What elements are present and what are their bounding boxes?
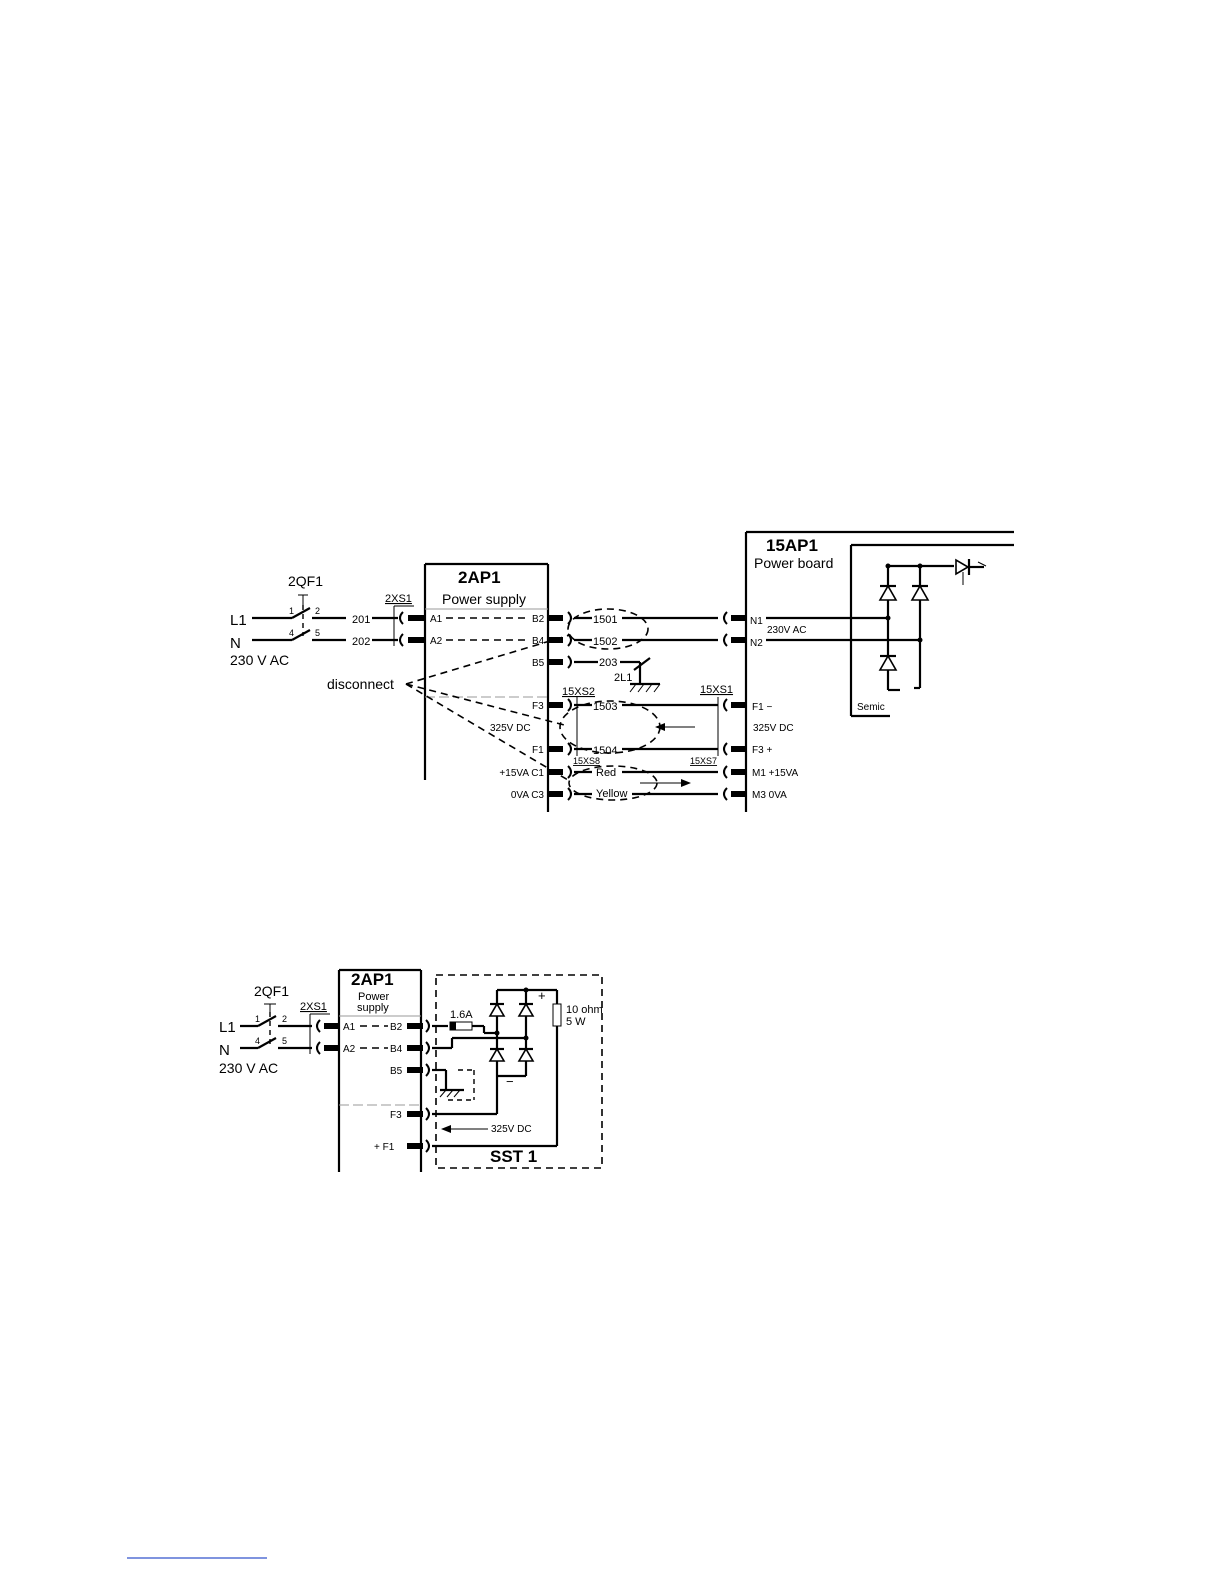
connector-15xs7: 15XS7 <box>690 756 717 766</box>
label-l1-2: L1 <box>219 1019 236 1036</box>
sst1-rectifier-circuit: 1.6A + − 10 ohm <box>432 987 603 1148</box>
terminal-a1-2: A1 <box>343 1022 356 1033</box>
wire-1502: 1502 <box>593 636 617 648</box>
terminal-a2: A2 <box>430 636 443 647</box>
fuse-label: 1.6A <box>450 1009 473 1021</box>
wire-202: 202 <box>352 636 370 648</box>
board-terminal-n2: N2 <box>750 638 763 649</box>
terminal-f3: F3 <box>532 701 544 712</box>
label-supply-voltage: 230 V AC <box>230 652 289 668</box>
power-board-15ap1: 15AP1 Power board N1 N2 230V AC F1 − 325… <box>744 530 1014 812</box>
board-terminal-f1: F1 − <box>752 702 772 713</box>
label-supply-voltage-2: 230 V AC <box>219 1060 278 1076</box>
svg-text:4: 4 <box>289 628 294 638</box>
label-n-2: N <box>219 1042 230 1059</box>
psu-block-2ap1: 2AP1 Power supply A1 A2 B2 B4 B5 F3 F1 +… <box>423 562 550 812</box>
resistor-icon <box>552 1003 562 1027</box>
psu-title-2: 2AP1 <box>351 970 394 989</box>
board-terminal-f3: F3 + <box>752 745 772 756</box>
psu-subtitle-line1: Power <box>358 991 390 1003</box>
semic-label: Semic <box>857 702 885 713</box>
connector-2xs1-2: 2XS1 <box>300 1001 327 1013</box>
svg-text:2: 2 <box>315 606 320 616</box>
wire-203: 203 <box>599 657 617 669</box>
ground-icon <box>629 682 661 693</box>
breaker-label: 2QF1 <box>288 573 323 589</box>
label-n: N <box>230 635 241 652</box>
dc-label-left: 325V DC <box>490 723 531 734</box>
board-label-ac: 230V AC <box>767 625 806 636</box>
board-subtitle: Power board <box>754 555 833 571</box>
svg-text:1: 1 <box>255 1014 260 1024</box>
highlight-ellipse-dc <box>559 700 661 754</box>
terminal-f3-2: F3 <box>390 1110 402 1121</box>
svg-text:5: 5 <box>315 628 320 638</box>
terminal-c1: +15VA C1 <box>499 768 544 779</box>
breaker-2qf1-icon: 2QF1 1 2 4 5 <box>240 983 312 1050</box>
breaker-2qf1-icon: 2QF1 1 2 4 5 <box>252 573 346 642</box>
svg-text:4: 4 <box>255 1036 260 1046</box>
wire-1501: 1501 <box>593 614 617 626</box>
terminal-f1-2: + F1 <box>374 1142 395 1153</box>
connector-2xs1: 2XS1 <box>385 593 412 605</box>
psu-subtitle: Power supply <box>442 591 526 607</box>
psu-subtitle-line2: supply <box>357 1002 389 1014</box>
connector-socket-icon <box>399 633 404 647</box>
board-terminal-m3: M3 0VA <box>752 790 787 801</box>
connector-socket-icon <box>399 611 404 625</box>
svg-text:1: 1 <box>289 606 294 616</box>
rectifier-bridge-icon <box>878 558 987 692</box>
breaker-label-2: 2QF1 <box>254 983 289 999</box>
choke-label: 2L1 <box>614 672 632 684</box>
terminal-b2: B2 <box>532 614 545 625</box>
terminal-b4-2: B4 <box>390 1044 403 1055</box>
terminal-b5-2: B5 <box>390 1066 403 1077</box>
wire-1503: 1503 <box>593 701 617 713</box>
highlight-ellipse-control <box>568 765 658 801</box>
board-label-dc: 325V DC <box>753 723 794 734</box>
resistor-label-line2: 5 W <box>566 1016 586 1028</box>
board-terminal-n1: N1 <box>750 616 763 627</box>
wire-color-yellow: Yellow <box>596 788 627 800</box>
label-l1: L1 <box>230 612 247 629</box>
board-title: 15AP1 <box>766 536 818 555</box>
connector-15xs1: 15XS1 <box>700 684 733 696</box>
ground-icon <box>439 1088 464 1098</box>
wire-color-red: Red <box>596 767 616 779</box>
terminal-b4: B4 <box>532 636 545 647</box>
tool-name: SST 1 <box>490 1147 537 1166</box>
terminal-a2-2: A2 <box>343 1044 356 1055</box>
svg-text:5: 5 <box>282 1036 287 1046</box>
terminal-b2-2: B2 <box>390 1022 403 1033</box>
diagram-1-psu-to-power-board: L1 N 230 V AC 2QF1 1 2 4 5 201 202 2XS1 <box>230 530 1014 812</box>
plus-sign: + <box>538 988 546 1003</box>
highlight-ellipse-ac <box>567 608 649 650</box>
psu-title: 2AP1 <box>458 568 501 587</box>
terminal-a1: A1 <box>430 614 443 625</box>
wire-201: 201 <box>352 614 370 626</box>
dc-label-2: 325V DC <box>491 1124 532 1135</box>
connector-15xs8: 15XS8 <box>573 756 600 766</box>
diagram-2-sst1-test-tool: L1 N 230 V AC 2QF1 1 2 4 5 2XS1 <box>219 968 603 1172</box>
wire-1504: 1504 <box>593 745 617 757</box>
terminal-c3: 0VA C3 <box>511 790 545 801</box>
disconnect-label: disconnect <box>327 676 394 692</box>
board-terminal-m1: M1 +15VA <box>752 768 799 779</box>
svg-text:2: 2 <box>282 1014 287 1024</box>
terminal-f1: F1 <box>532 745 544 756</box>
resistor-label-line1: 10 ohm <box>566 1004 603 1016</box>
connector-15xs2: 15XS2 <box>562 686 595 698</box>
terminal-b5: B5 <box>532 658 545 669</box>
minus-sign: − <box>506 1074 514 1089</box>
